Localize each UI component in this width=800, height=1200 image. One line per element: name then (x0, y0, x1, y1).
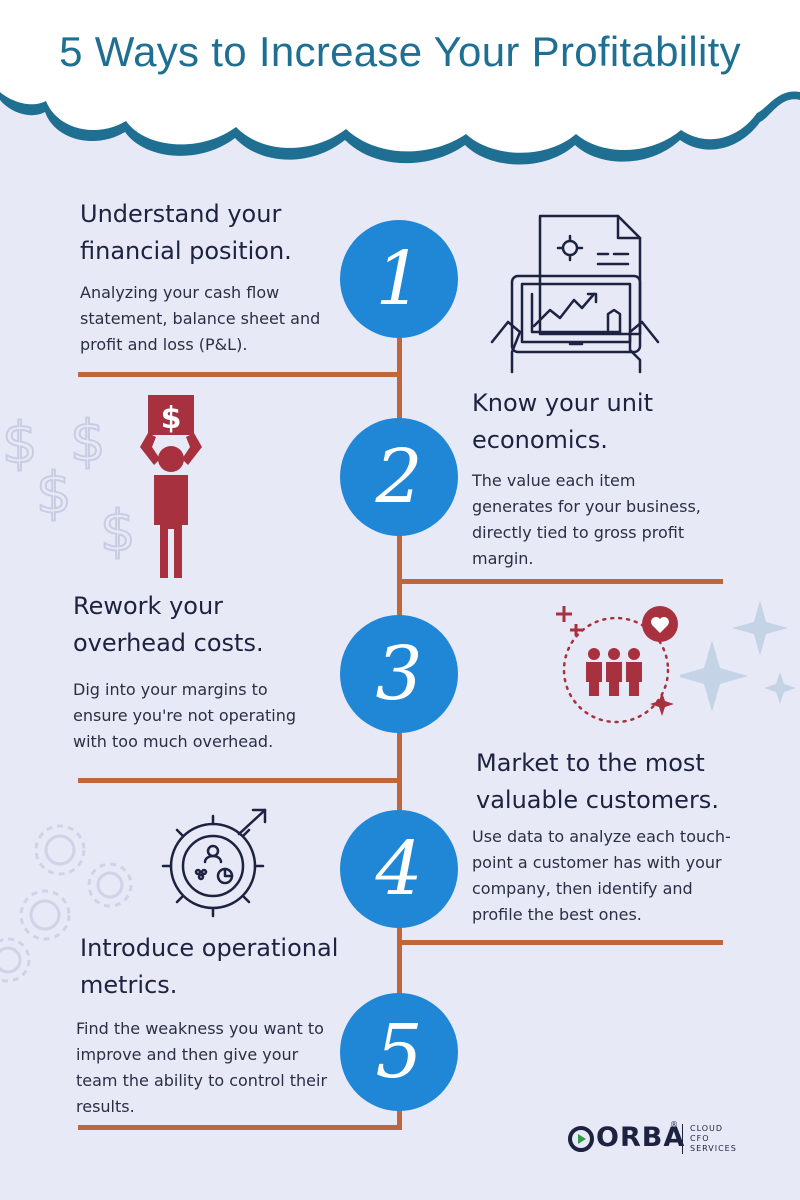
svg-text:$: $ (70, 409, 106, 474)
step-5-body: Find the weakness you want to improve an… (76, 1016, 346, 1120)
gear-metrics-icon (161, 808, 267, 918)
connector-4 (400, 940, 723, 945)
body-line: profile the best ones. (472, 905, 642, 924)
step-number: 2 (375, 434, 423, 520)
body-line: with too much overhead. (73, 732, 274, 751)
svg-text:$: $ (161, 401, 182, 436)
logo-sub-line: CFO (690, 1134, 710, 1143)
body-line: company, then identify and (472, 879, 693, 898)
logo-word: ORBA (596, 1122, 686, 1153)
orba-logo: ORBA ® CLOUD CFO SERVICES (566, 1120, 766, 1160)
page-title: 5 Ways to Increase Your Profitability (59, 28, 741, 75)
connector-2 (400, 579, 723, 584)
svg-text:$: $ (2, 411, 38, 476)
body-line: ensure you're not operating (73, 706, 297, 725)
gear-pattern-icon (0, 824, 133, 983)
connector-3 (78, 778, 400, 783)
body-line: Dig into your margins to (73, 680, 268, 699)
sparkle-icon (680, 600, 796, 712)
step-2-heading: Know your unit economics. (472, 385, 772, 459)
step-2-body: The value each item generates for your b… (472, 468, 772, 572)
heading-line: Rework your (73, 592, 224, 620)
logo-sub-line: SERVICES (690, 1144, 737, 1153)
body-line: Use data to analyze each touch- (472, 827, 731, 846)
body-line: statement, balance sheet and (80, 309, 321, 328)
body-line: Find the weakness you want to (76, 1019, 324, 1038)
body-line: point a customer has with your (472, 853, 722, 872)
step-4-heading: Market to the most valuable customers. (476, 745, 786, 819)
heading-line: valuable customers. (476, 786, 719, 814)
svg-text:$: $ (36, 461, 72, 526)
registered-mark: ® (670, 1120, 678, 1129)
person-holding-dollar-sign-icon: $ (140, 395, 202, 578)
financial-report-tablet-icon (490, 214, 660, 374)
body-line: results. (76, 1097, 135, 1116)
step-4-circle: 4 (340, 810, 458, 928)
step-2-circle: 2 (340, 418, 458, 536)
connector-1 (78, 372, 400, 377)
heading-line: metrics. (80, 971, 178, 999)
logo-divider (682, 1124, 683, 1154)
step-5-circle: 5 (340, 993, 458, 1111)
svg-text:$: $ (100, 499, 136, 564)
dollar-pattern-icon: $ $ $ $ (1, 408, 137, 565)
body-line: profit and loss (P&L). (80, 335, 248, 354)
heading-line: Understand your (80, 200, 282, 228)
heading-line: Market to the most (476, 749, 705, 777)
body-line: directly tied to gross profit (472, 523, 685, 542)
team-heart-icon (556, 606, 678, 724)
body-line: The value each item (472, 471, 636, 490)
heading-line: Know your unit (472, 389, 653, 417)
body-line: generates for your business, (472, 497, 701, 516)
connector-5 (78, 1125, 402, 1130)
cloud-header (0, 0, 800, 165)
step-4-body: Use data to analyze each touch- point a … (472, 824, 792, 928)
body-line: margin. (472, 549, 534, 568)
step-3-heading: Rework your overhead costs. (73, 588, 343, 662)
heading-line: overhead costs. (73, 629, 264, 657)
step-3-circle: 3 (340, 615, 458, 733)
step-number: 5 (375, 1009, 423, 1095)
logo-mark-icon (568, 1126, 594, 1152)
body-line: improve and then give your (76, 1045, 299, 1064)
heading-line: economics. (472, 426, 608, 454)
step-number: 3 (375, 631, 423, 717)
step-1-circle: 1 (340, 220, 458, 338)
logo-sub-line: CLOUD (690, 1124, 724, 1133)
step-1-body: Analyzing your cash flow statement, bala… (80, 280, 345, 358)
heading-line: Introduce operational (80, 934, 339, 962)
logo-subtitle: CLOUD CFO SERVICES (690, 1124, 737, 1154)
heading-line: financial position. (80, 237, 292, 265)
step-3-body: Dig into your margins to ensure you're n… (73, 677, 343, 755)
body-line: team the ability to control their (76, 1071, 328, 1090)
step-1-heading: Understand your financial position. (80, 196, 350, 270)
body-line: Analyzing your cash flow (80, 283, 280, 302)
step-number: 4 (375, 826, 423, 912)
step-number: 1 (375, 236, 423, 322)
step-5-heading: Introduce operational metrics. (80, 930, 400, 1004)
